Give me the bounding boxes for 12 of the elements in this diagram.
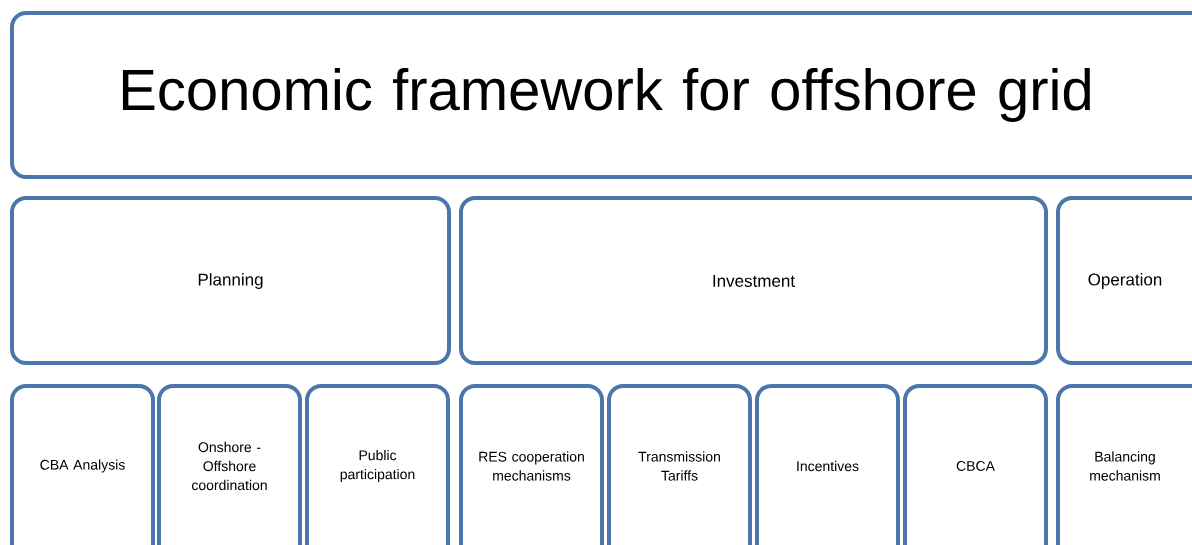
topic-box: Transmission Tariffs — [607, 384, 752, 545]
phase-box: Investment — [459, 196, 1048, 365]
topic-box: Incentives — [755, 384, 900, 545]
title-box: Economic framework for offshore grid — [10, 11, 1192, 179]
topic-box: Balancing mechanism — [1056, 384, 1192, 545]
topic-box: CBA Analysis — [10, 384, 155, 545]
topic-box: Public participation — [305, 384, 450, 545]
topic-box: CBCA — [903, 384, 1048, 545]
phase-box: Operation — [1056, 196, 1192, 365]
phase-box: Planning — [10, 196, 451, 365]
topic-box: Onshore - Offshore coordination — [157, 384, 302, 545]
topic-box: RES cooperation mechanisms — [459, 384, 604, 545]
